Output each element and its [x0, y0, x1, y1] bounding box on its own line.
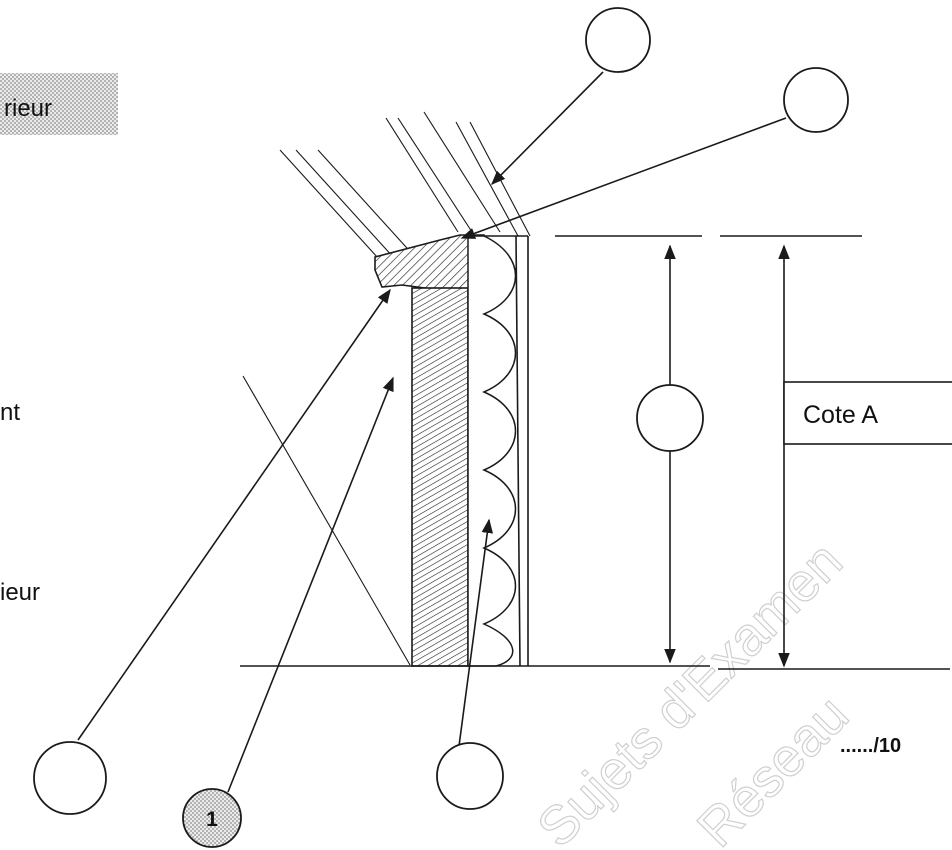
shaded-label-box	[0, 73, 118, 135]
score-label: ....../10	[840, 735, 901, 757]
cote-a-label: Cote A	[803, 401, 878, 429]
profile-section	[240, 234, 710, 667]
watermark: Sujets d'Examen Réseau	[525, 530, 860, 850]
callout-circle-top[interactable]	[585, 7, 651, 73]
cote-a-box: Cote A	[783, 381, 952, 445]
lower-left-label: ieur	[0, 579, 40, 606]
callout-circle-top-right[interactable]	[783, 67, 849, 133]
vertical-leg	[411, 287, 469, 667]
callout-circle-bottom-mid[interactable]	[436, 742, 504, 810]
leader-numbered	[227, 376, 394, 793]
callout-circle-dimension[interactable]	[636, 384, 704, 452]
mid-left-label: nt	[0, 399, 20, 426]
callout-number: 1	[206, 808, 218, 831]
callout-circle-bottom-left[interactable]	[33, 741, 107, 815]
dimension-lines	[555, 235, 950, 670]
leader-top-right	[460, 117, 787, 239]
callout-circle-numbered[interactable]	[182, 788, 242, 848]
top-left-label: rieur	[4, 95, 52, 122]
left-labels: rieur nt ieur	[0, 73, 118, 606]
leader-top	[490, 71, 604, 186]
leader-bottom-mid	[458, 518, 494, 747]
leader-arrows	[77, 71, 787, 793]
leader-bottom-left	[77, 288, 391, 741]
callout-circles: 1	[33, 7, 849, 848]
wavy-layer	[467, 235, 517, 667]
watermark-line-1: Sujets d'Examen	[526, 531, 854, 850]
